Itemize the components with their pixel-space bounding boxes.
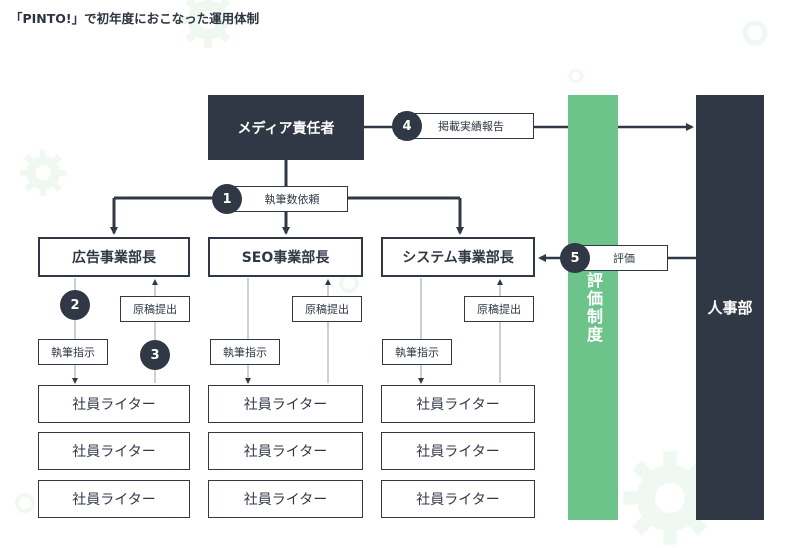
gear-icon [568,68,584,84]
ad-instruct-label: 執筆指示 [38,339,108,365]
step4-badge: 4 [392,111,422,141]
gear-icon [19,149,67,197]
evaluation-bar: 評価制度 [568,95,618,520]
step3-badge: 3 [140,340,170,370]
system-submit-label: 原稿提出 [464,296,534,322]
seo-instruct-label: 執筆指示 [210,339,280,365]
step2-badge: 2 [60,290,90,320]
ad-writer-2: 社員ライター [38,432,190,470]
system-instruct-label: 執筆指示 [382,339,452,365]
media-manager-box: メディア責任者 [208,95,364,160]
ad-submit-label: 原稿提出 [120,296,190,322]
seo-writer-1: 社員ライター [208,385,363,423]
media-manager-label: メディア責任者 [237,120,335,137]
system-head-box: システム事業部長 [381,237,535,277]
step5-badge: 5 [560,243,590,273]
page-title: 「PINTO!」で初年度におこなった運用体制 [10,11,260,26]
seo-writer-2: 社員ライター [208,432,363,470]
gear-icon [15,493,35,513]
step5-label: 評価 [574,245,668,271]
gear-icon [742,20,768,46]
hr-label: 人事部 [707,299,753,317]
ad-writer-1: 社員ライター [38,385,190,423]
system-writer-1: 社員ライター [381,385,535,423]
system-writer-3: 社員ライター [381,480,535,518]
ad-writer-3: 社員ライター [38,480,190,518]
seo-submit-label: 原稿提出 [292,296,362,322]
ad-head-box: 広告事業部長 [38,237,190,277]
evaluation-label: 評価制度 [584,271,603,344]
seo-writer-3: 社員ライター [208,480,363,518]
gear-icon [180,0,236,48]
gear-icon [623,451,717,545]
seo-head-box: SEO事業部長 [208,237,363,277]
step1-label: 執筆数依頼 [222,186,348,212]
step1-badge: 1 [212,184,242,214]
system-writer-2: 社員ライター [381,432,535,470]
hr-bar: 人事部 [696,95,764,520]
